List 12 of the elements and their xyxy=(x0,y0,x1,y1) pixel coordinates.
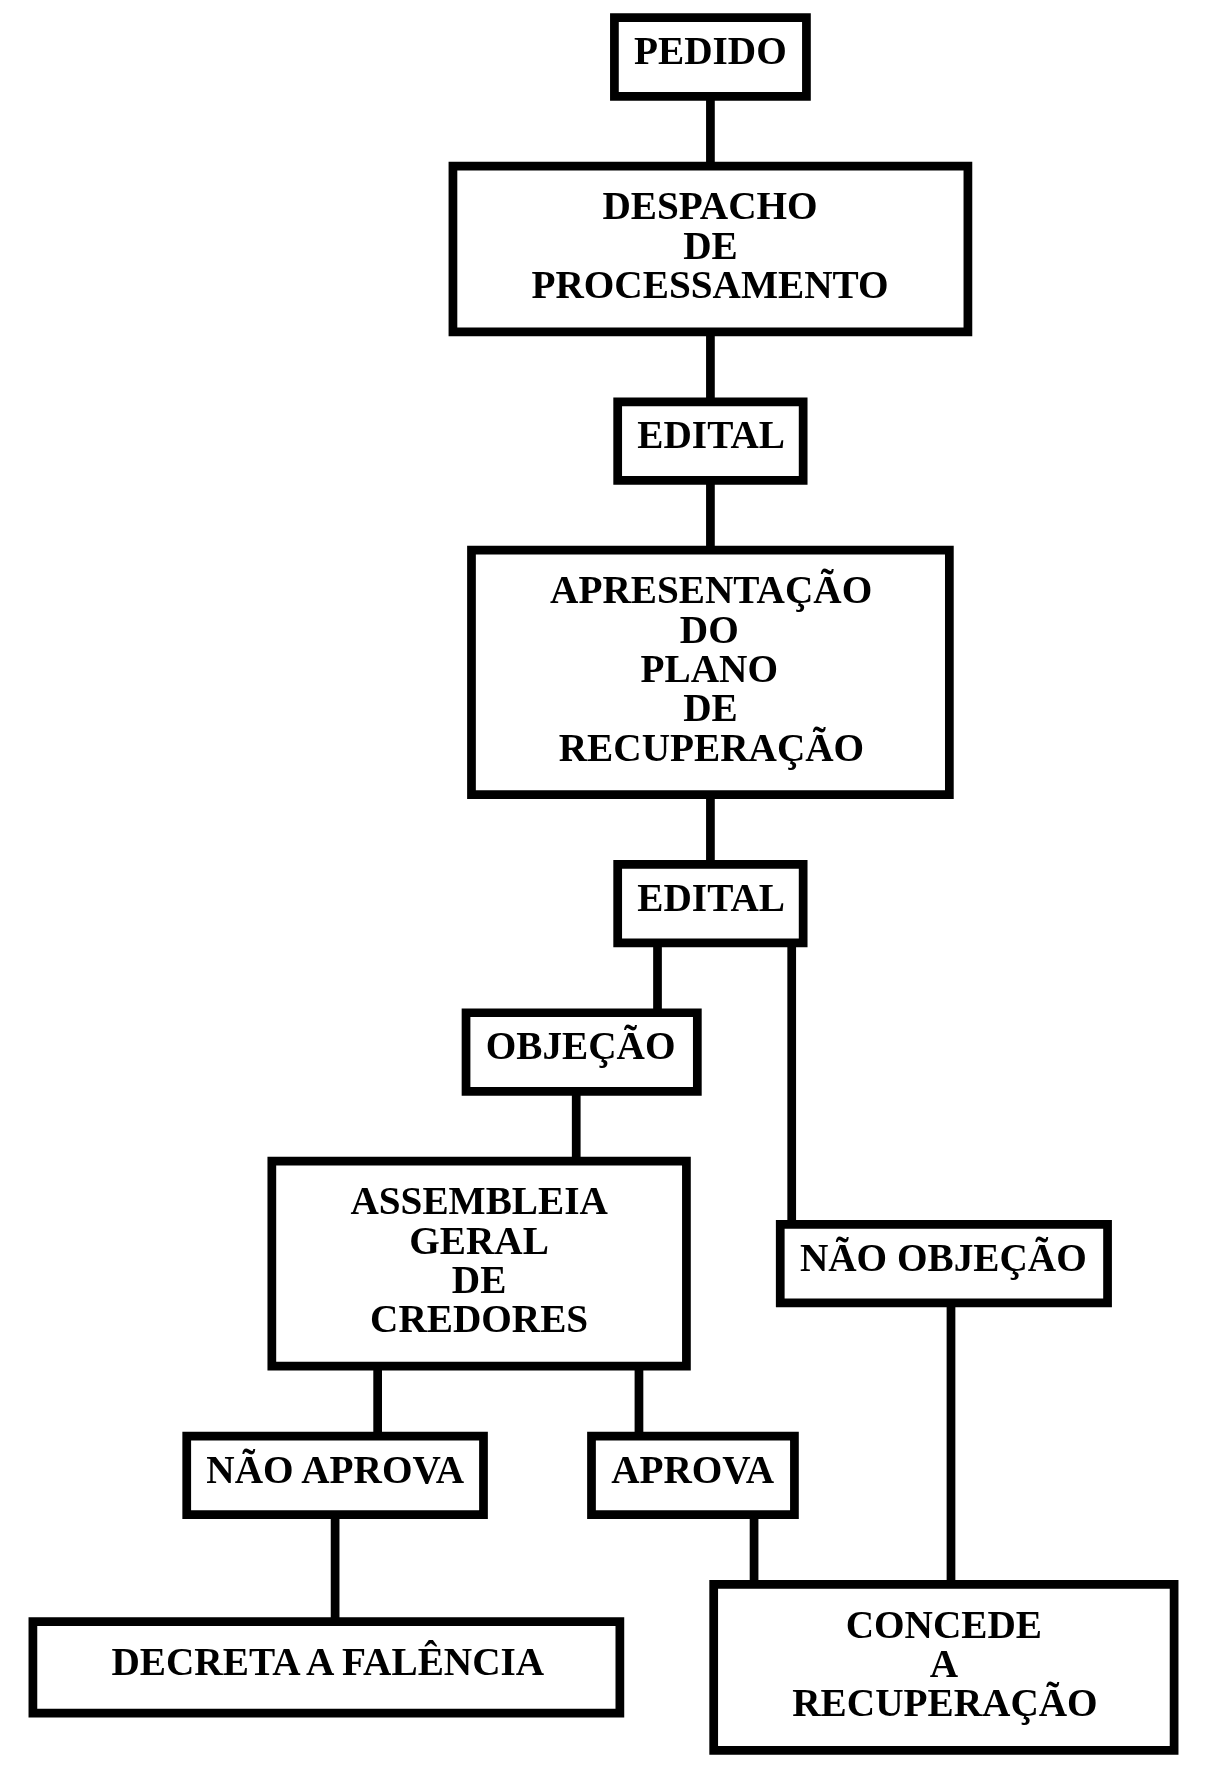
node-box: EDITAL xyxy=(612,396,808,485)
node-box: NÃO APROVA xyxy=(181,1431,488,1519)
node-box: DESPACHO DE PROCESSAMENTO xyxy=(448,161,972,336)
node-box: APROVA xyxy=(586,1431,799,1519)
node-box: ASSEMBLEIA GERAL DE CREDORES xyxy=(266,1156,691,1371)
node-box: CONCEDE A RECUPERAÇÃO xyxy=(708,1579,1178,1755)
node-box: EDITAL xyxy=(612,859,808,947)
node-box: OBJEÇÃO xyxy=(461,1007,702,1096)
node-box: APRESENTAÇÃO DO PLANO DE RECUPERAÇÃO xyxy=(466,545,954,799)
node-box: PEDIDO xyxy=(609,12,811,101)
node-box: NÃO OBJEÇÃO xyxy=(775,1219,1112,1307)
node-box: DECRETA A FALÊNCIA xyxy=(28,1616,624,1718)
